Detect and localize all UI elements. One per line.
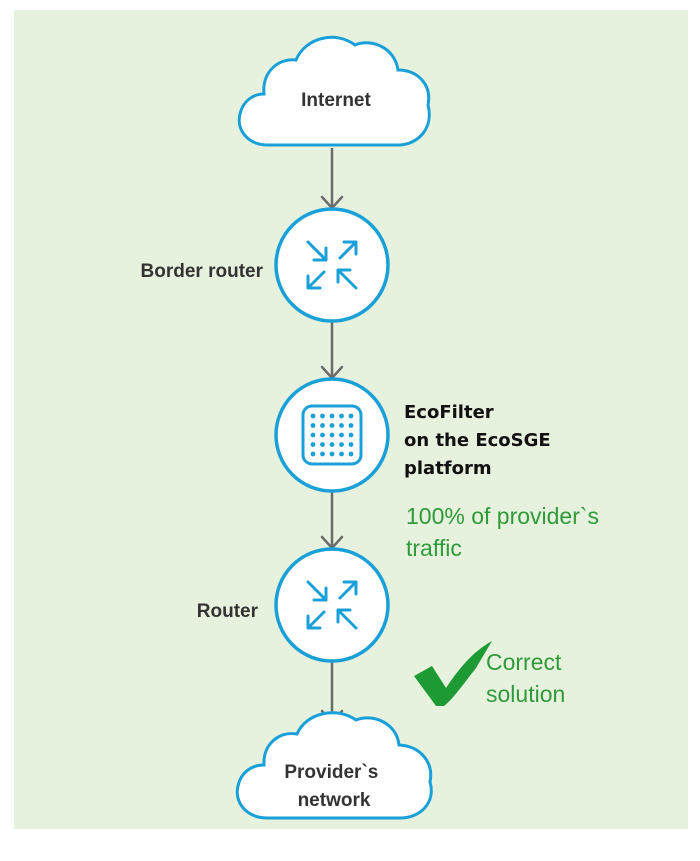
chip-dot	[339, 432, 344, 438]
chip-dot	[320, 423, 325, 428]
chip-dot	[320, 413, 325, 419]
chip-dot	[348, 432, 354, 438]
provider-network-line-1: Provider`s	[284, 762, 378, 783]
dot-grid-chip-icon	[301, 404, 363, 466]
chip-dot	[329, 451, 335, 457]
router-arrows-icon	[306, 240, 358, 290]
router-circle	[274, 547, 390, 663]
cloud-icon	[237, 35, 431, 147]
provider-network-cloud: Provider`s network	[235, 711, 433, 820]
chip-dot	[339, 423, 344, 428]
internet-cloud: Internet	[237, 35, 431, 147]
ecofilter-title: EcoFilter on the EcoSGE platform	[404, 402, 557, 479]
chip-dot	[310, 451, 316, 457]
router-node: Router	[197, 547, 390, 663]
chip-dot	[320, 432, 325, 438]
chip-dot	[348, 413, 354, 419]
chip-dot	[339, 413, 344, 419]
solution-line-2: solution	[486, 681, 565, 707]
chip-dot	[320, 451, 325, 457]
router-arrows-icon	[306, 580, 358, 630]
border-router-node: Border router	[141, 207, 390, 323]
internet-label: Internet	[301, 90, 371, 111]
chip-dot	[329, 413, 335, 419]
chip-dot	[329, 432, 335, 438]
chip-dot	[348, 423, 354, 428]
chip-dot	[310, 432, 316, 438]
ecofilter-line-1: EcoFilter	[404, 402, 494, 423]
chip-dot	[310, 423, 316, 428]
provider-network-label: Provider`s network	[284, 762, 383, 811]
chip-dot	[348, 451, 354, 457]
solution-annotation: Correct solution	[486, 649, 568, 707]
chip-dot	[320, 442, 325, 447]
provider-network-line-2: network	[298, 790, 371, 811]
chip-dot	[310, 413, 316, 419]
chip-dot	[329, 423, 335, 428]
router-label: Router	[197, 601, 259, 622]
chip-dot	[310, 442, 316, 447]
ecofilter-line-2: on the EcoSGE	[404, 430, 551, 451]
cloud-icon	[235, 711, 433, 820]
traffic-line-2: traffic	[406, 535, 462, 561]
traffic-annotation: 100% of provider`s traffic	[406, 503, 605, 561]
border-router-circle	[274, 207, 390, 323]
border-router-label: Border router	[141, 261, 264, 282]
ecofilter-line-3: platform	[404, 458, 492, 479]
correct-solution: Correct solution	[414, 641, 568, 707]
chip-dot	[348, 442, 354, 447]
solution-line-1: Correct	[486, 649, 562, 675]
chip-dot	[339, 451, 344, 457]
chip-dot	[329, 442, 335, 447]
chip-dot	[339, 442, 344, 447]
ecofilter-node: EcoFilter on the EcoSGE platform 100% of…	[274, 377, 605, 561]
traffic-line-1: 100% of provider`s	[406, 503, 599, 529]
checkmark-icon	[414, 641, 492, 706]
